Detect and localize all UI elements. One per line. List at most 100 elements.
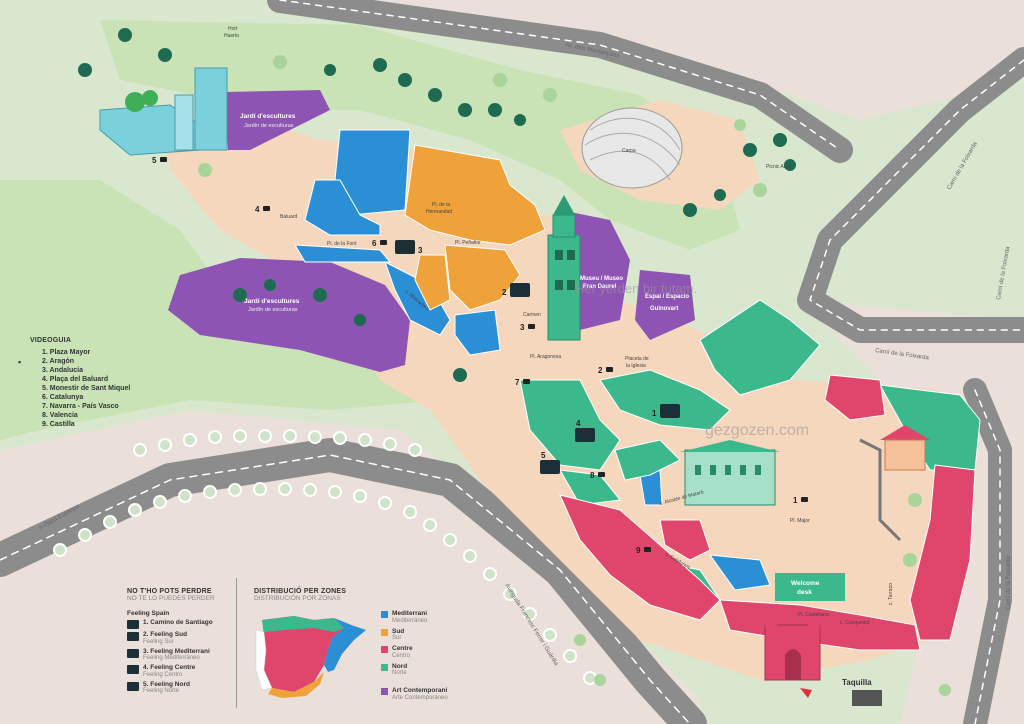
city-gate[interactable] bbox=[764, 617, 821, 681]
zones-legend: DISTRIBUCIÓ PER ZONES DISTRIBUCIÓN POR Z… bbox=[254, 588, 454, 708]
label-huerto: Huerto bbox=[224, 33, 239, 39]
light-trees bbox=[198, 55, 951, 696]
videoguide-item[interactable]: 8. Valencia bbox=[42, 412, 78, 419]
watermark-line2: gezgozen.com bbox=[705, 422, 809, 439]
zone-centre bbox=[559, 374, 976, 651]
feeling-badge-1[interactable]: 1 bbox=[652, 409, 657, 418]
feeling-spain-heading: Feeling Spain bbox=[127, 610, 170, 617]
videoguide-item[interactable]: 4. Plaça del Baluard bbox=[42, 376, 109, 383]
road-espanya-dash bbox=[0, 454, 691, 724]
label-picnic: Picnic Area bbox=[766, 164, 791, 170]
north-green bbox=[100, 20, 740, 250]
zone-swatch bbox=[381, 646, 388, 653]
label-pl-font: Pl. de la Font bbox=[327, 241, 357, 247]
videoguide-legend: VIDEOGUIA ▪1. Plaza Mayor 2. Aragón 3. A… bbox=[18, 337, 150, 429]
gazebo[interactable] bbox=[859, 425, 930, 542]
zones-subtitle: DISTRIBUCIÓN POR ZONAS bbox=[254, 595, 341, 602]
videoguide-badge-5[interactable]: 5 bbox=[152, 156, 157, 165]
feeling-badge-5[interactable]: 5 bbox=[541, 451, 546, 460]
zone-art-jardi1 bbox=[225, 90, 330, 150]
town-hall[interactable] bbox=[680, 440, 780, 506]
videoguide-badge-8[interactable]: 8 bbox=[590, 471, 595, 480]
videoguide-badge-2[interactable]: 2 bbox=[598, 366, 603, 375]
label-pl-mayor: Pl. Major bbox=[790, 518, 810, 524]
videoguide-badge-3[interactable]: 3 bbox=[520, 323, 525, 332]
videoguide-badge-7[interactable]: 7 bbox=[515, 378, 520, 387]
label-espai-1: Espai / Espacio bbox=[645, 294, 689, 300]
carpa-tent[interactable] bbox=[581, 107, 683, 189]
feeling-badge-4[interactable]: 4 bbox=[576, 419, 581, 428]
label-museu-1: Museu / Museo bbox=[580, 276, 623, 282]
feeling-badge-2[interactable]: 2 bbox=[502, 288, 507, 297]
label-carpa: Carpa bbox=[622, 148, 636, 154]
videoguide-badge-4[interactable]: 4 bbox=[255, 205, 260, 214]
camera-icons bbox=[160, 157, 808, 552]
label-welcome-2: desk bbox=[797, 589, 812, 596]
feeling-camino-icon bbox=[127, 620, 139, 629]
videoguide-list: ▪1. Plaza Mayor 2. Aragón 3. Andalucía 4… bbox=[18, 348, 150, 429]
feeling-icons[interactable] bbox=[395, 240, 680, 474]
zone-swatch bbox=[381, 611, 388, 618]
zones-title: DISTRIBUCIÓ PER ZONES bbox=[254, 588, 347, 595]
road-foixarda-south-dash bbox=[974, 389, 1001, 724]
videoguide-title: VIDEOGUIA bbox=[30, 337, 72, 344]
welcome-desk[interactable] bbox=[775, 573, 845, 601]
label-pl-hermandad-1: Pl. de la bbox=[432, 202, 450, 208]
feeling-badge-3[interactable]: 3 bbox=[418, 246, 423, 255]
videoguide-item[interactable]: 3. Andalucía bbox=[42, 367, 83, 374]
zone-swatch bbox=[381, 663, 388, 671]
videoguide-item[interactable]: 2. Aragón bbox=[42, 358, 75, 365]
label-pl-penafior: Pl. Peñafior bbox=[455, 240, 481, 246]
feeling-centre-icon bbox=[127, 665, 139, 674]
label-espai-2: Guinovart bbox=[650, 306, 678, 312]
not-to-miss-legend: NO T'HO POTS PERDRE NO TE LO PUEDES PERD… bbox=[127, 588, 239, 695]
videoguide-item[interactable]: 7. Navarra - País Vasco bbox=[42, 403, 119, 410]
zone-swatch bbox=[381, 628, 388, 636]
label-taquilla: Taquilla bbox=[842, 678, 872, 687]
feeling-sud-icon bbox=[127, 632, 139, 641]
label-pl-hermandad-2: Hermandad bbox=[426, 209, 452, 215]
zone-art-espai bbox=[635, 270, 695, 340]
videoguide-badge-6[interactable]: 6 bbox=[372, 239, 377, 248]
label-welcome-1: Welcome bbox=[791, 580, 820, 587]
label-placeta-2: la Iglesia bbox=[626, 363, 646, 369]
label-pl-castellana: Pl. Castellana bbox=[798, 612, 829, 618]
road-label-foixarda-4: Camí de la Foixarda bbox=[1006, 555, 1012, 610]
feeling-mediterrani-icon bbox=[127, 648, 139, 658]
legend-divider bbox=[236, 578, 237, 708]
zone-sud bbox=[404, 144, 546, 311]
videoguide-badge-1[interactable]: 1 bbox=[793, 496, 798, 505]
upper-sidewalk bbox=[60, 0, 1024, 120]
not-to-miss-subtitle: NO TE LO PUEDES PERDER bbox=[127, 595, 215, 602]
label-c-tarraco: c. Tarraco bbox=[888, 583, 894, 605]
videoguide-item[interactable]: 9. Castilla bbox=[42, 421, 75, 428]
watermark-line1: Her yerden bir tutam. bbox=[575, 281, 697, 296]
taquilla-booth[interactable] bbox=[852, 690, 882, 706]
church-tower[interactable] bbox=[547, 195, 581, 341]
label-placeta-1: Placeta de bbox=[625, 356, 649, 362]
monastery-building[interactable] bbox=[99, 67, 228, 156]
entrance-arrow-icon bbox=[800, 688, 812, 698]
feeling-item[interactable]: 1. Camino de Santiago bbox=[127, 619, 239, 629]
label-jardin1: Jardín de esculturas bbox=[244, 123, 294, 129]
road-foixarda-dash bbox=[809, 59, 1024, 331]
videoguide-item[interactable]: 5. Monestir de Sant Miquel bbox=[42, 385, 131, 392]
label-hort: Hort bbox=[228, 26, 238, 32]
videoguide-item[interactable]: 6. Catalunya bbox=[42, 394, 84, 401]
label-c-conquesta: c. Conquesta bbox=[840, 620, 870, 626]
zone-swatch bbox=[381, 688, 388, 695]
videoguide-badge-9[interactable]: 9 bbox=[636, 546, 641, 555]
feeling-nord-icon bbox=[127, 681, 139, 691]
videoguide-item[interactable]: ▪1. Plaza Mayor bbox=[18, 349, 91, 367]
road-montanyans-dash bbox=[279, 0, 841, 151]
